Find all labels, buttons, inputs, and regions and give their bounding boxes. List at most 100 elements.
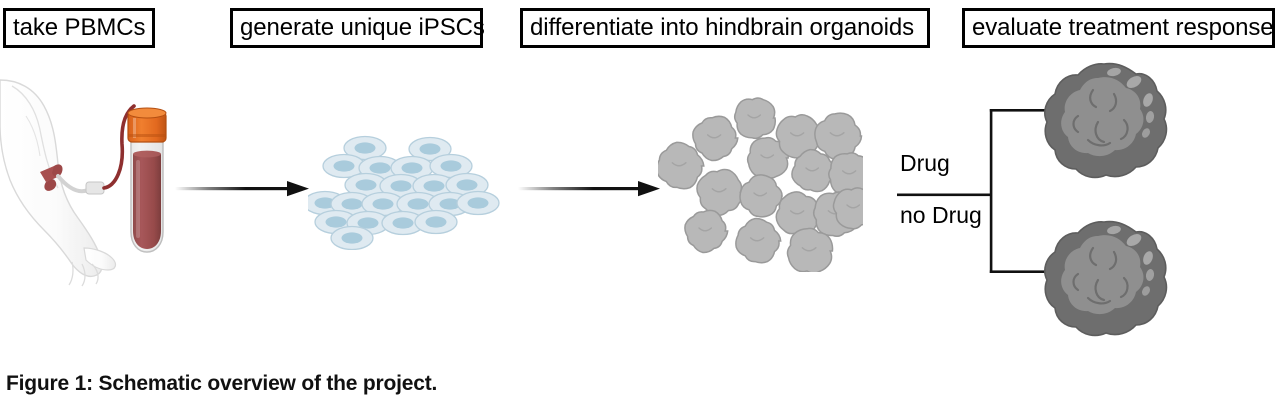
ipsc-cell [456,190,500,216]
ipsc-cell [429,153,473,179]
ipsc-cell-nucleus [392,217,414,229]
needle-hub [85,181,105,195]
ipsc-cell-nucleus [372,198,394,210]
ipsc-cell [390,155,434,181]
finger-3 [68,261,74,286]
arrow-ipsc-to-organoid [518,178,666,200]
small-organoid [814,112,863,161]
small-organoid-group [656,97,876,274]
stage-box-generate-ipscs: generate unique iPSCs [230,8,485,48]
ipsc-cell [330,225,374,251]
bracket-stem [897,193,992,197]
ipsc-cell-nucleus [341,232,363,244]
stage-box-take-pbmcs: take PBMCs [3,8,155,48]
small-organoid-body [692,115,739,162]
small-organoid-crease [841,170,857,175]
tourniquet-wing-upper [52,164,63,177]
stage-label-differentiate-organoids: differentiate into hindbrain organoids [530,14,915,41]
small-organoid-body [832,187,876,230]
ipsc-cell-nucleus [401,162,423,174]
small-organoid-body [696,168,745,217]
small-organoid-crease [671,162,687,167]
cap-rim [128,134,166,137]
arrow-head-1 [287,181,309,197]
ipsc-cell-nucleus [333,160,355,172]
small-organoid-crease [789,210,805,215]
tube-cap-top [127,107,167,119]
small-organoid [786,227,834,274]
small-organoid [791,148,836,193]
bracket-arm-top [989,109,1048,112]
ipsc-cell [414,209,458,235]
ipsc-cell-nucleus [341,198,363,210]
small-organoid-crease [846,204,861,209]
small-organoid [746,136,790,179]
tube-sheen [131,138,163,252]
cap-highlight [133,118,136,138]
ipsc-cell-nucleus [357,217,379,229]
small-organoid-cluster-graphic [656,97,876,274]
ipsc-cell-nucleus [325,216,347,228]
small-organoid-crease [829,132,845,137]
ipsc-colony-graphic [303,135,500,251]
arrow-head-2 [638,181,660,197]
ipsc-cell [361,191,405,217]
arrow-graphic-2 [518,181,660,197]
ipsc-cell-nucleus [456,179,478,191]
ipsc-cell-nucleus [314,197,336,209]
illustration-organoid-drug-treated [1038,60,1172,192]
ipsc-cell-nucleus [407,198,429,210]
finger-2 [81,263,86,287]
ipsc-cell-group [303,135,500,251]
arrow-shaft-2 [518,187,644,191]
small-organoid [735,217,782,264]
ipsc-cell-nucleus [354,142,376,154]
small-organoid-crease [698,227,713,232]
small-organoid [696,168,745,217]
arrow-pbmc-to-ipsc [175,178,315,200]
illustration-small-organoid-cluster [656,96,876,274]
small-organoid-crease [753,192,768,197]
bracket-vertical [989,109,993,273]
branch-label-no-drug: no Drug [900,202,982,228]
ipsc-cell [330,191,374,217]
ipsc-cell-nucleus [423,180,445,192]
stage-label-take-pbmcs: take PBMCs [13,14,146,41]
illustration-blood-draw [0,72,200,287]
ipsc-cell-nucleus [419,143,441,155]
bracket-arm-bottom [989,270,1048,273]
ipsc-cell-nucleus [425,216,447,228]
small-organoid-crease [749,237,765,242]
tourniquet-wing-lower [44,179,57,191]
small-organoid [684,209,729,254]
small-organoid-crease [805,167,820,172]
bracket-graphic [897,109,1048,273]
stage-label-generate-ipscs: generate unique iPSCs [240,14,485,41]
ipsc-cell-nucleus [355,179,377,191]
ipsc-cell-nucleus [440,160,462,172]
small-organoid [739,174,783,218]
arm-crease [25,115,41,157]
ipsc-cell [408,136,452,162]
large-organoid-graphic-treated [1043,62,1168,179]
large-organoid-graphic-untreated [1043,220,1168,337]
small-organoid [832,187,876,230]
small-organoid-crease [711,188,727,193]
blood-draw-graphic [0,79,167,287]
branch-label-drug: Drug [900,150,950,176]
illustration-organoid-untreated [1038,218,1172,350]
small-organoid-crease [747,114,762,119]
arrow-shaft-1 [175,187,293,191]
figure-caption: Figure 1: Schematic overview of the proj… [6,372,438,395]
arrow-graphic-1 [175,181,309,197]
ipsc-cell-nucleus [467,197,489,209]
stage-box-evaluate-response: evaluate treatment response [962,8,1275,48]
ipsc-cell-nucleus [369,162,391,174]
small-organoid-crease [760,154,775,159]
small-organoid [656,141,705,190]
small-organoid-crease [706,134,722,139]
small-organoid-body [684,209,729,254]
stage-label-evaluate-response: evaluate treatment response [972,14,1274,41]
iv-tubing [56,174,90,194]
